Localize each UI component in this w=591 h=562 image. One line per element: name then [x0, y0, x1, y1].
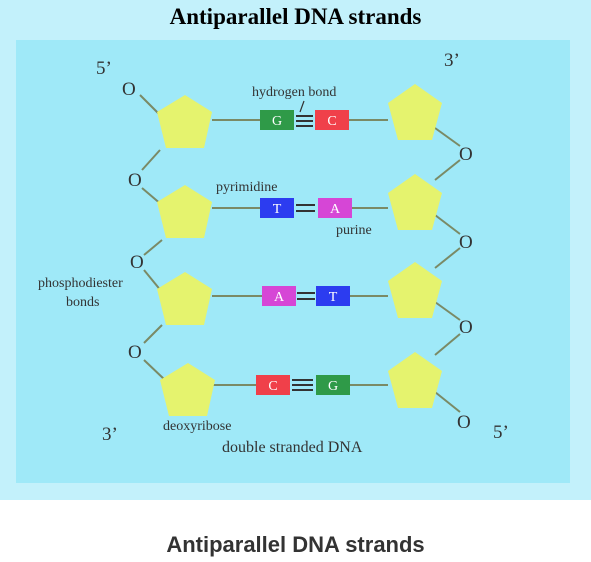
sugar-base-connectors — [212, 119, 388, 386]
figure-title: Antiparallel DNA strands — [169, 4, 422, 29]
oxygen-left-4: O — [128, 342, 142, 363]
base-t-1 — [260, 198, 294, 218]
right-bond-2 — [434, 159, 461, 181]
base-pair-1: G C — [260, 110, 349, 130]
pyrimidine-label: pyrimidine — [216, 180, 277, 195]
figure: Antiparallel DNA strands — [0, 0, 591, 500]
left-bond-5 — [143, 324, 163, 344]
right-bond-1 — [434, 127, 461, 147]
oxygen-right-3: O — [459, 317, 473, 338]
left-backbone — [139, 94, 166, 381]
base-label: C — [327, 114, 336, 129]
left-bond-top — [139, 94, 161, 116]
annotations: hydrogen bond pyrimidine purine phosphod… — [38, 85, 372, 456]
oxygen-left-2: O — [128, 170, 142, 191]
base-label: T — [329, 290, 338, 305]
sugar-right-1 — [388, 84, 442, 140]
oxygen-atoms: O O O O O O O O — [122, 79, 473, 433]
oxygen-right-2: O — [459, 232, 473, 253]
oxygen-right-1: O — [459, 144, 473, 165]
right-bond-6 — [434, 333, 461, 356]
right-bond-4 — [434, 247, 461, 269]
base-t-2 — [316, 286, 350, 306]
right-bond-3 — [434, 214, 461, 235]
right-bond-bottom — [434, 391, 461, 413]
right-bond-5 — [434, 301, 461, 321]
base-label: G — [272, 114, 282, 129]
hydrogen-bond-label: hydrogen bond — [252, 85, 336, 100]
base-c-1 — [315, 110, 349, 130]
base-pair-4: C G — [256, 375, 350, 395]
base-label: C — [268, 379, 277, 394]
left-bond-6 — [143, 359, 166, 381]
base-pair-2: T A — [260, 198, 352, 218]
end-label-right-bottom: 5’ — [493, 422, 509, 443]
phosphodiester-label-line2: bonds — [66, 295, 99, 310]
base-g-2 — [316, 375, 350, 395]
sugar-right-4 — [388, 352, 442, 408]
oxygen-right-4: O — [457, 412, 471, 433]
base-c-2 — [256, 375, 290, 395]
base-pair-3: A T — [262, 286, 350, 306]
sugars — [157, 84, 442, 416]
sugar-right-2 — [388, 174, 442, 230]
base-label: A — [274, 290, 285, 305]
double-stranded-label: double stranded DNA — [222, 439, 363, 456]
base-label: A — [330, 202, 341, 217]
deoxyribose-label: deoxyribose — [163, 419, 231, 434]
base-a-1 — [318, 198, 352, 218]
end-label-right-top: 3’ — [444, 50, 460, 71]
dna-diagram: O O O O O O O O 5’ 3’ 3’ 5’ G C — [38, 50, 509, 456]
caption: Antiparallel DNA strands — [166, 532, 425, 557]
phosphodiester-label-line1: phosphodiester — [38, 276, 123, 291]
hydrogen-bond-pointer — [299, 100, 305, 113]
left-bond-1 — [141, 149, 161, 171]
sugar-left-1 — [157, 95, 212, 148]
base-g-1 — [260, 110, 294, 130]
sugar-left-3 — [157, 272, 212, 325]
purine-label: purine — [336, 223, 372, 238]
sugar-left-4 — [160, 363, 215, 416]
base-label: G — [328, 379, 338, 394]
strand-ends: 5’ 3’ 3’ 5’ — [96, 50, 509, 445]
left-bond-3 — [143, 239, 163, 256]
base-label: T — [273, 202, 282, 217]
end-label-left-top: 5’ — [96, 58, 112, 79]
base-a-2 — [262, 286, 296, 306]
oxygen-left-3: O — [130, 252, 144, 273]
right-backbone — [434, 127, 461, 413]
sugar-right-3 — [388, 262, 442, 318]
sugar-left-2 — [157, 185, 212, 238]
end-label-left-bottom: 3’ — [102, 424, 118, 445]
oxygen-left-1: O — [122, 79, 136, 100]
